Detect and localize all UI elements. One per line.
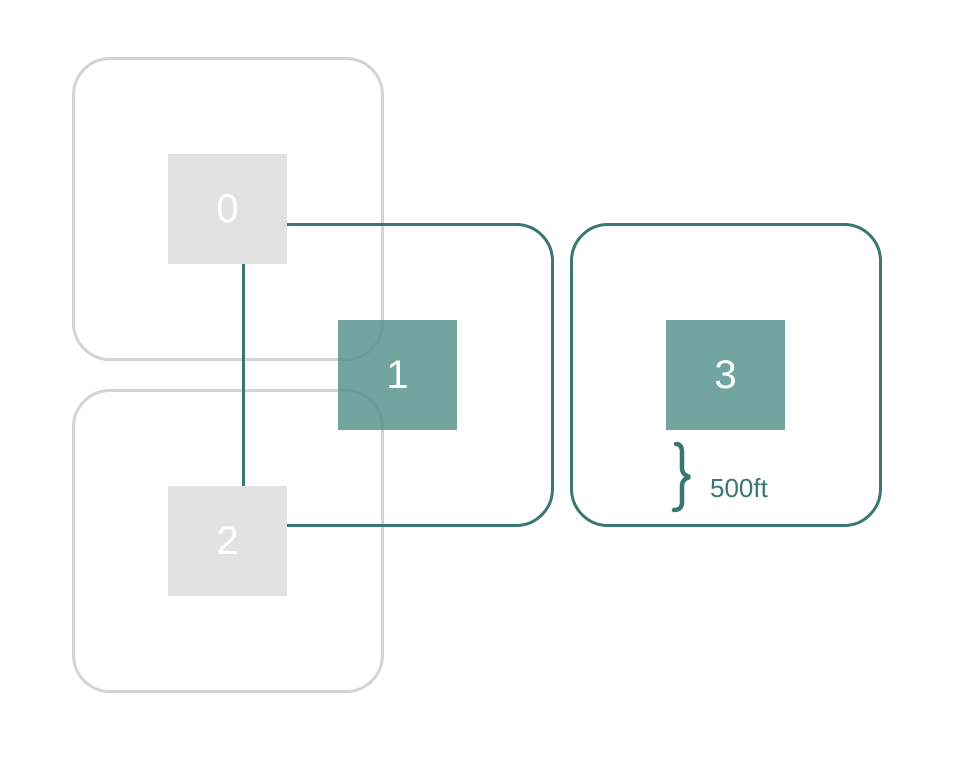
coverage-zone-2 <box>72 389 384 693</box>
distance-brace <box>671 441 691 513</box>
node-2: 2 <box>168 486 287 596</box>
coverage-zone-1 <box>242 223 554 527</box>
node-1: 1 <box>338 320 457 430</box>
node-3: 3 <box>666 320 785 430</box>
coverage-zone-0 <box>72 57 384 361</box>
node-0: 0 <box>168 154 287 264</box>
distance-label: 500ft <box>710 473 768 503</box>
coverage-zone-3 <box>570 223 882 527</box>
